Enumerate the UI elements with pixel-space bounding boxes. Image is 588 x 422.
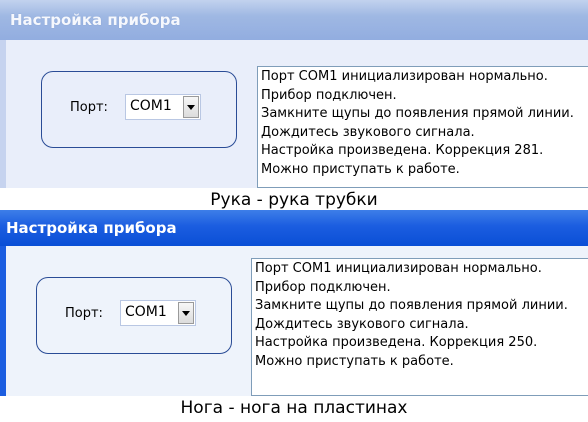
window-client-area: Порт: COM1 Порт COM1 инициализирован нор… [0, 40, 588, 188]
port-label: Порт: [65, 306, 103, 321]
log-line: Дождитесь звукового сигнала. [261, 124, 475, 140]
status-log[interactable]: Порт COM1 инициализирован нормально. При… [251, 258, 588, 396]
log-line: Замкните щупы до появления прямой линии. [255, 298, 568, 313]
port-group: Порт: COM1 [41, 71, 237, 148]
log-line: Можно приступать к работе. [261, 161, 460, 177]
chevron-down-icon [187, 104, 195, 110]
chevron-down-icon [182, 310, 190, 316]
port-select-value: COM1 [130, 98, 172, 114]
log-line: Замкните щупы до появления прямой линии. [261, 106, 574, 121]
caption-1: Рука - рука трубки [210, 190, 378, 210]
port-group: Порт: COM1 [36, 277, 232, 354]
port-select[interactable]: COM1 [125, 94, 201, 120]
port-dropdown-button[interactable] [183, 96, 199, 118]
device-setup-window-2: Настройка прибора Порт: COM1 Порт COM1 и… [0, 210, 588, 396]
caption-2: Нога - нога на пластинах [180, 398, 408, 418]
log-line: Настройка произведена. Коррекция 281. [261, 143, 544, 158]
window-client-area: Порт: COM1 Порт COM1 инициализирован нор… [0, 246, 588, 396]
port-label: Порт: [70, 100, 108, 115]
port-select-value: COM1 [125, 304, 167, 320]
log-line: Прибор подключен. [261, 87, 397, 103]
port-select[interactable]: COM1 [120, 300, 196, 326]
window-title-bar[interactable]: Настройка прибора [0, 210, 588, 246]
window-title: Настройка прибора [6, 219, 177, 237]
window-title: Настройка прибора [10, 11, 181, 29]
log-line: Настройка произведена. Коррекция 250. [255, 335, 538, 350]
log-line: Дождитесь звукового сигнала. [255, 316, 469, 332]
log-line: Порт COM1 инициализирован нормально. [261, 69, 548, 84]
log-line: Прибор подключен. [255, 279, 391, 295]
device-setup-window-1: Настройка прибора Порт: COM1 Порт COM1 и… [0, 0, 588, 188]
log-line: Можно приступать к работе. [255, 353, 454, 369]
port-dropdown-button[interactable] [178, 302, 194, 324]
window-title-bar[interactable]: Настройка прибора [0, 0, 588, 40]
status-log[interactable]: Порт COM1 инициализирован нормально. При… [257, 66, 588, 188]
log-line: Порт COM1 инициализирован нормально. [255, 261, 542, 276]
